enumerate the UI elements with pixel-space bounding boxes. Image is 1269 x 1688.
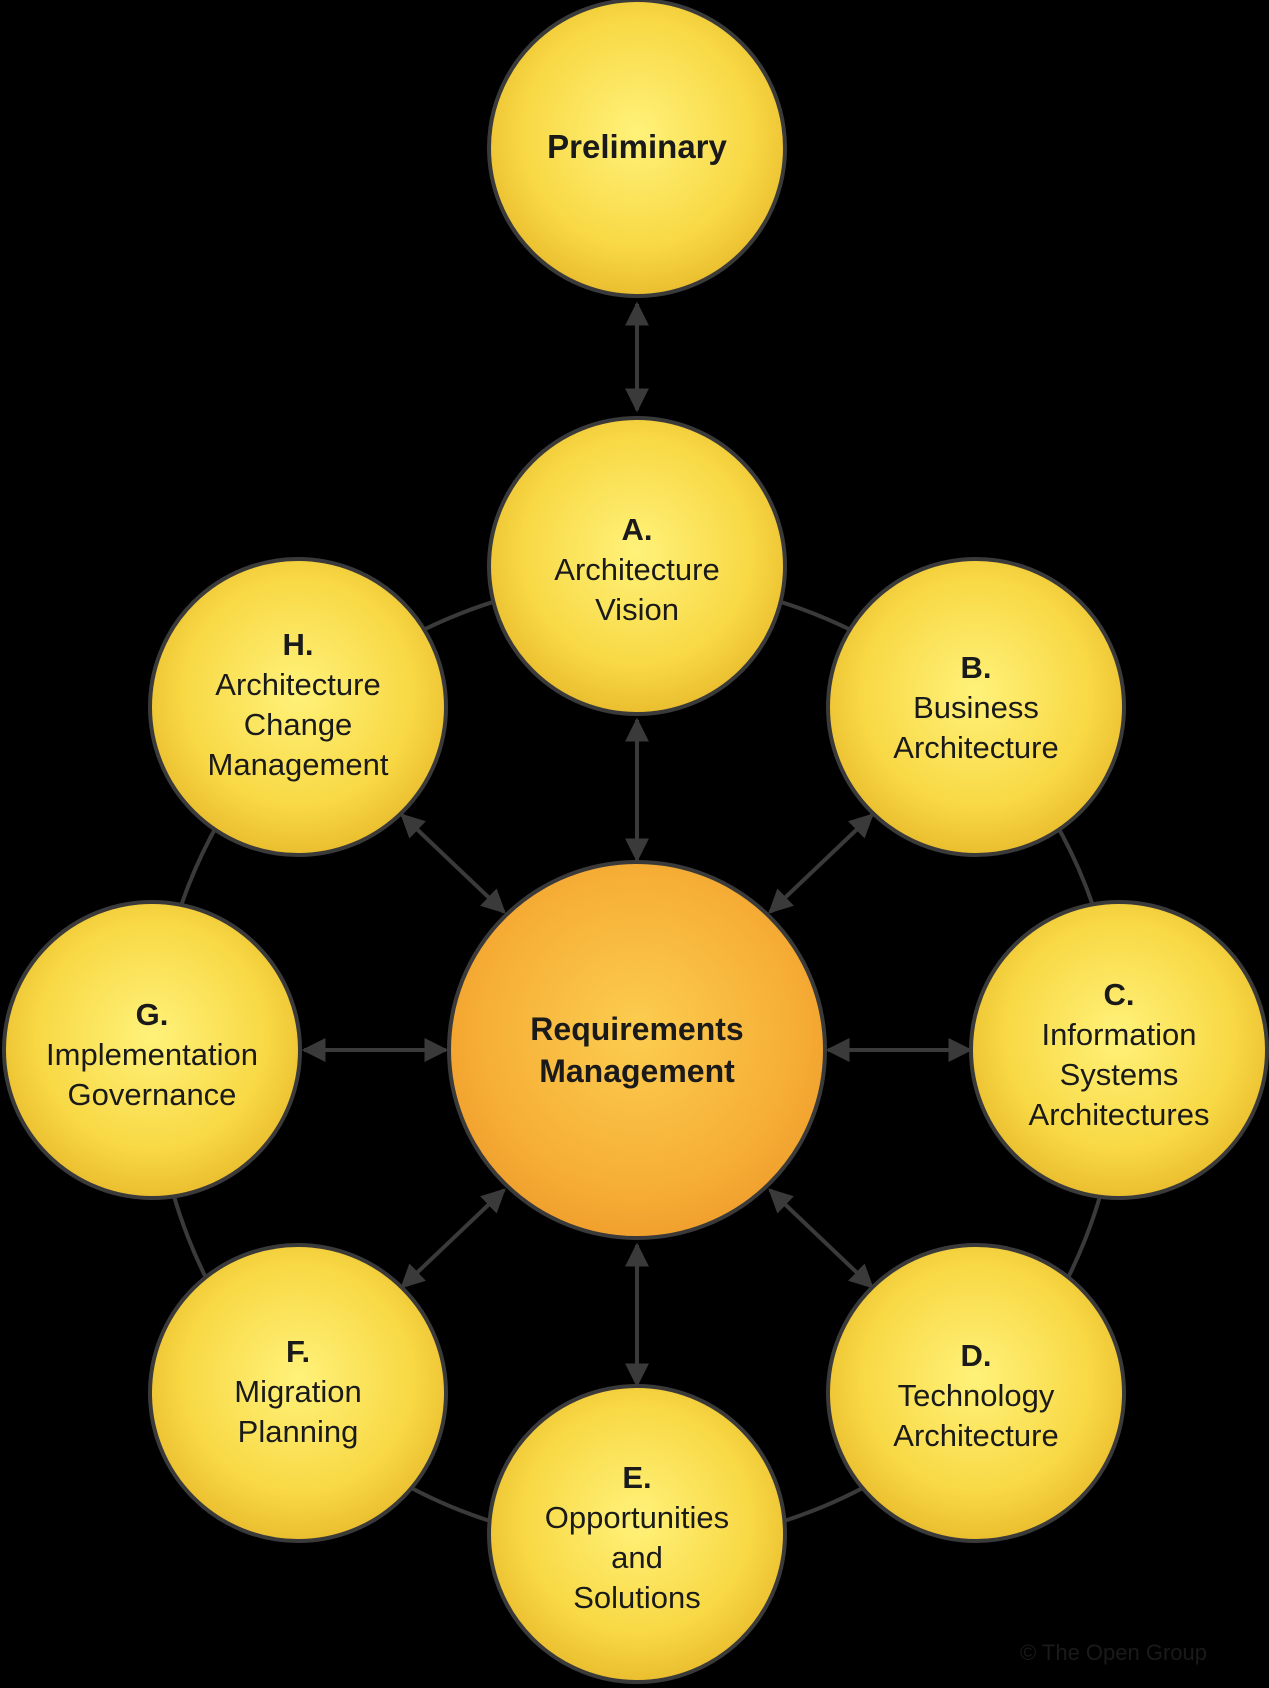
node-d: D. Technology Architecture [826, 1243, 1126, 1543]
arrow-b-rm [768, 813, 874, 914]
node-g: G. Implementation Governance [2, 900, 302, 1200]
node-d-letter: D. [961, 1338, 992, 1373]
node-b-line-2: Architecture [893, 730, 1058, 765]
arrow-f-rm [400, 1188, 506, 1289]
node-a: A. Architecture Vision [487, 416, 787, 716]
node-f-line-1: Migration [234, 1374, 362, 1409]
node-f-letter: F. [286, 1334, 310, 1369]
node-c-letter: C. [1104, 977, 1135, 1012]
connector-arrows [301, 301, 973, 1388]
node-c: C. Information Systems Architectures [969, 900, 1269, 1200]
copyright-notice: © The Open Group [1019, 1640, 1207, 1665]
node-b-letter: B. [961, 650, 992, 685]
node-h-line-3: Management [208, 747, 389, 782]
node-d-line-1: Technology [898, 1378, 1055, 1413]
node-e-line-1: Opportunities [545, 1500, 729, 1535]
node-e-line-3: Solutions [573, 1580, 701, 1615]
node-h-letter: H. [283, 627, 314, 662]
node-g-letter: G. [136, 997, 169, 1032]
node-h: H. Architecture Change Management [148, 557, 448, 857]
node-requirements-management: Requirements Management [447, 860, 827, 1240]
node-b-line-1: Business [913, 690, 1039, 725]
node-e: E. Opportunities and Solutions [487, 1384, 787, 1684]
node-c-line-3: Architectures [1029, 1097, 1210, 1132]
node-e-line-2: and [611, 1540, 663, 1575]
node-h-line-2: Change [244, 707, 353, 742]
node-preliminary: Preliminary [487, 0, 787, 298]
node-g-line-1: Implementation [46, 1037, 258, 1072]
node-f: F. Migration Planning [148, 1243, 448, 1543]
node-a-letter: A. [622, 512, 653, 547]
node-g-line-2: Governance [68, 1077, 237, 1112]
node-e-letter: E. [622, 1460, 651, 1495]
node-d-line-2: Architecture [893, 1418, 1058, 1453]
node-a-line-1: Architecture [554, 552, 719, 587]
node-preliminary-title: Preliminary [547, 128, 727, 165]
node-rm-line-2: Management [539, 1053, 735, 1089]
node-c-line-2: Systems [1060, 1057, 1179, 1092]
node-a-line-2: Vision [595, 592, 679, 627]
node-c-line-1: Information [1041, 1017, 1196, 1052]
node-h-line-1: Architecture [215, 667, 380, 702]
node-f-line-2: Planning [238, 1414, 359, 1449]
arrow-d-rm [768, 1188, 874, 1289]
node-rm-line-1: Requirements [530, 1011, 743, 1047]
node-b: B. Business Architecture [826, 557, 1126, 857]
arrow-h-rm [400, 813, 506, 914]
